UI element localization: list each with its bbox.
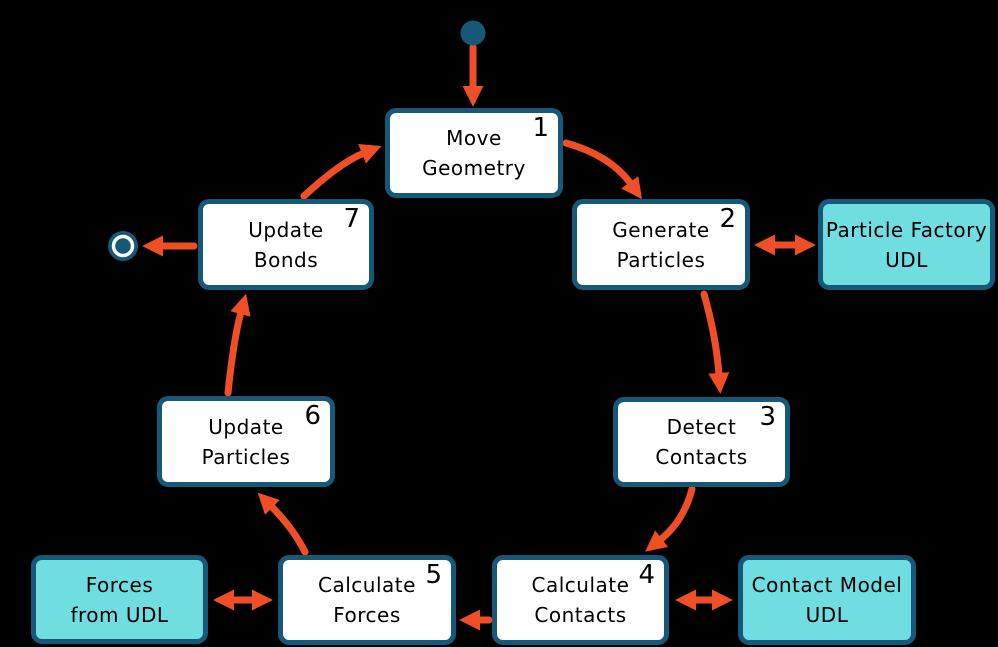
step-number: 1 [532,113,549,143]
node-label-line1: Move [446,126,502,150]
node-label-line1: Calculate [318,573,416,597]
node-label-line2: Bonds [253,247,319,272]
node-calculate-contacts: 4 Calculate Contacts [492,555,669,645]
node-label-line2: Contacts [655,445,748,469]
node-calculate-forces: 5 Calculate Forces [278,555,456,645]
node-contact-model-udl: Contact Model UDL [738,555,916,645]
arrow-update-bonds-to-move-geometry [300,144,382,200]
node-label-line2: Forces [333,603,401,627]
node-label-line2: Particles [616,247,706,272]
node-label-line1: Generate [612,217,710,242]
node-label-line1: Forces [85,572,154,597]
arrow-update-particles-to-update-bonds [224,293,251,397]
node-label-line1: Particle Factory [825,217,988,242]
node-forces-from-udl: Forces from UDL [31,555,208,644]
arrow-move-geometry-to-generate-particles [562,139,643,200]
step-number: 6 [304,401,321,431]
node-label-line2: UDL [885,247,928,272]
node-label-line1: Update [248,217,324,242]
node-generate-particles: 2 Generate Particles [572,199,750,290]
node-label-line2: Geometry [422,156,526,180]
start-node-icon [460,20,486,46]
node-label-line1: Calculate [531,573,630,597]
node-label-line2: UDL [805,603,849,627]
step-number: 7 [343,204,360,234]
step-number: 5 [425,560,442,590]
node-move-geometry: 1 Move Geometry [385,108,563,198]
node-label-line2: Contacts [534,603,627,627]
step-number: 2 [719,204,736,234]
node-particle-factory-udl: Particle Factory UDL [818,199,995,290]
node-update-bonds: 7 Update Bonds [198,199,374,290]
end-node-icon [108,231,138,261]
arrow-calculate-forces-to-update-particles [257,492,309,556]
node-detect-contacts: 3 Detect Contacts [613,397,790,487]
node-label-line2: Particles [201,444,291,469]
node-label-line1: Update [208,414,284,439]
arrow-generate-particles-to-detect-contacts [700,290,730,394]
node-label-line1: Detect [666,415,737,439]
node-update-particles: 6 Update Particles [157,396,335,487]
node-label-line2: from UDL [70,602,169,627]
step-number: 3 [759,402,776,432]
step-number: 4 [638,560,655,590]
arrow-detect-contacts-to-calculate-contacts [645,485,696,552]
node-label-line1: Contact Model [751,573,903,597]
